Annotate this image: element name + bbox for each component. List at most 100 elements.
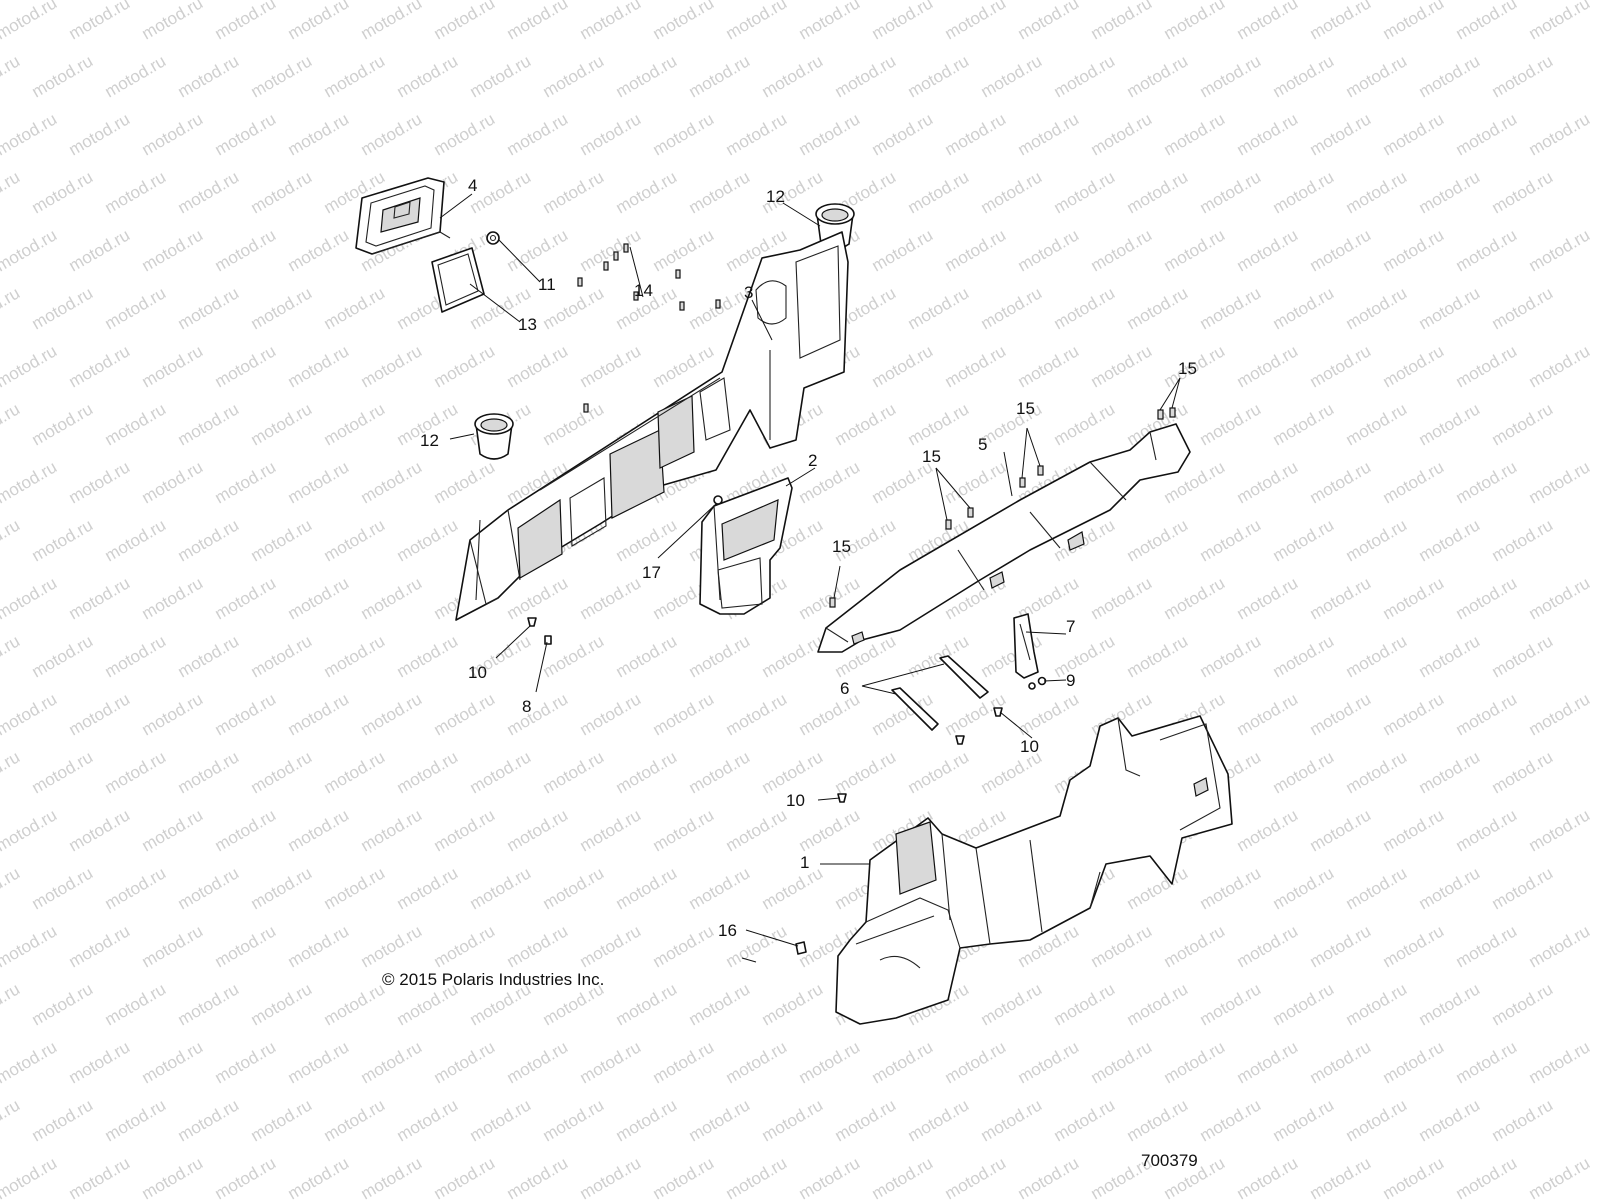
watermark-text: motod.ru [796,457,864,507]
watermark-text: motod.ru [212,0,280,43]
watermark-text: motod.ru [139,689,207,739]
watermark-text: motod.ru [686,979,754,1029]
watermark-text: motod.ru [175,1095,243,1145]
watermark-text: motod.ru [175,399,243,449]
watermark-text: motod.ru [1088,0,1156,43]
watermark-text: motod.ru [212,1037,280,1087]
watermark-text: motod.ru [0,573,60,623]
callout-8: 8 [522,697,531,716]
watermark-text: motod.ru [248,167,316,217]
watermark-text: motod.ru [1489,747,1557,797]
watermark-text: motod.ru [29,515,97,565]
watermark-text: motod.ru [1489,515,1557,565]
watermark-text: motod.ru [832,399,900,449]
watermark-text: motod.ru [248,51,316,101]
watermark-text: motod.ru [1307,1153,1375,1200]
watermark-text: motod.ru [1380,225,1448,275]
watermark-text: motod.ru [0,341,60,391]
watermark-text: motod.ru [540,399,608,449]
watermark-text: motod.ru [650,1153,718,1200]
watermark-text: motod.ru [66,805,134,855]
watermark-text: motod.ru [1453,341,1521,391]
watermark-text: motod.ru [978,167,1046,217]
watermark-text: motod.ru [1343,399,1411,449]
watermark-text: motod.ru [248,515,316,565]
watermark-text: motod.ru [1526,805,1594,855]
watermark-text: motod.ru [321,515,389,565]
watermark-text: motod.ru [1197,863,1265,913]
watermark-text: motod.ru [0,1095,23,1145]
watermark-text: motod.ru [102,631,170,681]
watermark-text: motod.ru [577,1037,645,1087]
watermark-text: motod.ru [504,109,572,159]
watermark-text: motod.ru [759,979,827,1029]
watermark-text: motod.ru [1489,283,1557,333]
watermark-text: motod.ru [1380,341,1448,391]
watermark-text: motod.ru [1124,1095,1192,1145]
watermark-text: motod.ru [1526,573,1594,623]
watermark-text: motod.ru [321,283,389,333]
watermark-text: motod.ru [0,921,60,971]
watermark-text: motod.ru [467,1095,535,1145]
watermark-text: motod.ru [540,863,608,913]
watermark-text: motod.ru [212,1153,280,1200]
watermark-text: motod.ru [1416,399,1484,449]
watermark-text: motod.ru [358,921,426,971]
watermark-text: motod.ru [1343,167,1411,217]
watermark-text: motod.ru [650,1037,718,1087]
watermark-text: motod.ru [29,283,97,333]
watermark-text: motod.ru [1015,225,1083,275]
watermark-text: motod.ru [723,805,791,855]
part-15-clips [829,407,1176,608]
watermark-text: motod.ru [0,1037,60,1087]
watermark-text: motod.ru [1380,1037,1448,1087]
watermark-text: motod.ru [1343,863,1411,913]
watermark-text: motod.ru [869,341,937,391]
watermark-text: motod.ru [102,51,170,101]
watermark-text: motod.ru [1234,0,1302,43]
watermark-text: motod.ru [358,689,426,739]
callout-15-right: 15 [1178,359,1197,378]
watermark-text: motod.ru [577,805,645,855]
watermark-text: motod.ru [942,0,1010,43]
watermark-text: motod.ru [102,515,170,565]
watermark-text: motod.ru [1124,51,1192,101]
watermark-text: motod.ru [1489,1095,1557,1145]
watermark-text: motod.ru [1234,689,1302,739]
watermark-text: motod.ru [1453,109,1521,159]
watermark-text: motod.ru [1343,747,1411,797]
watermark-text: motod.ru [759,863,827,913]
watermark-text: motod.ru [139,1037,207,1087]
watermark-text: motod.ru [978,1095,1046,1145]
watermark-text: motod.ru [796,805,864,855]
watermark-text: motod.ru [1380,689,1448,739]
watermark-text: motod.ru [102,283,170,333]
watermark-text: motod.ru [358,109,426,159]
watermark-text: motod.ru [613,515,681,565]
watermark-text: motod.ru [29,167,97,217]
watermark-text: motod.ru [66,573,134,623]
watermark-text: motod.ru [212,225,280,275]
part-10-screw-left [527,617,537,627]
watermark-text: motod.ru [1197,51,1265,101]
watermark-text: motod.ru [1416,283,1484,333]
watermark-text: motod.ru [1124,863,1192,913]
callout-1: 1 [800,853,809,872]
watermark-text: motod.ru [431,341,499,391]
watermark-text: motod.ru [1416,1095,1484,1145]
watermark-text: motod.ru [0,457,60,507]
watermark-text: motod.ru [1489,631,1557,681]
part-7-bracket [1013,613,1039,679]
watermark-text: motod.ru [0,805,60,855]
watermark-text: motod.ru [29,747,97,797]
watermark-text: motod.ru [66,0,134,43]
watermark-text: motod.ru [1453,1153,1521,1200]
watermark-text: motod.ru [394,747,462,797]
watermark-text: motod.ru [321,631,389,681]
watermark-text: motod.ru [1380,109,1448,159]
watermark-text: motod.ru [102,167,170,217]
callout-12-lower: 12 [420,431,439,450]
watermark-text: motod.ru [1234,573,1302,623]
watermark-text: motod.ru [0,979,23,1029]
watermark-text: motod.ru [1051,399,1119,449]
